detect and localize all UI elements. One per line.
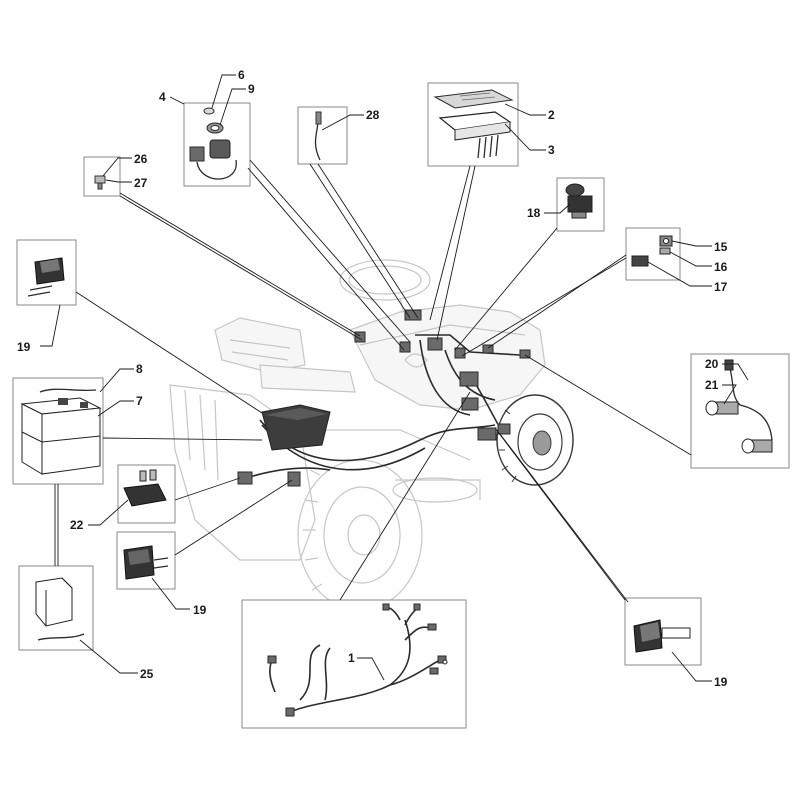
cable-box	[297, 106, 348, 165]
callout-19-middle: 19	[193, 603, 207, 617]
callout-9: 9	[248, 82, 255, 96]
battery-box	[12, 377, 104, 485]
callout-18: 18	[527, 206, 541, 220]
callout-20: 20	[705, 357, 719, 371]
callout-1: 1	[348, 651, 355, 665]
fuse-block-box	[427, 82, 519, 167]
callout-16: 16	[714, 260, 728, 274]
callout-27: 27	[134, 176, 148, 190]
fastener-box	[83, 156, 121, 197]
callout-19-top: 19	[17, 340, 31, 354]
callout-21: 21	[705, 378, 719, 392]
callout-6: 6	[238, 68, 245, 82]
headlight-box	[690, 353, 790, 469]
pto-switch-box	[556, 177, 605, 232]
charger-box	[18, 565, 94, 651]
rocker-switch-box-middle	[116, 531, 176, 590]
callout-15: 15	[714, 240, 728, 254]
rocker-switch-box-bottom	[624, 597, 702, 666]
machine-harness	[237, 309, 531, 487]
leader-lines	[54, 159, 692, 603]
main-harness-box	[241, 599, 467, 729]
callout-4: 4	[159, 90, 166, 104]
callout-3: 3	[548, 143, 555, 157]
callout-8: 8	[136, 362, 143, 376]
callout-labels: 1 2 3 4 6 7 8 9 15 16 17 18 19 19 19 20 …	[17, 68, 728, 689]
connector-set-box	[625, 227, 681, 281]
callout-2: 2	[548, 108, 555, 122]
callout-pointers	[40, 74, 749, 682]
rocker-switch-box-top	[16, 239, 77, 306]
callout-7: 7	[136, 394, 143, 408]
callout-25: 25	[140, 667, 154, 681]
callout-28: 28	[366, 108, 380, 122]
callout-17: 17	[714, 280, 728, 294]
callout-26: 26	[134, 152, 148, 166]
callout-22: 22	[70, 518, 84, 532]
callout-19-bottom: 19	[714, 675, 728, 689]
relay-box	[117, 464, 176, 524]
ignition-switch-box	[183, 102, 251, 187]
